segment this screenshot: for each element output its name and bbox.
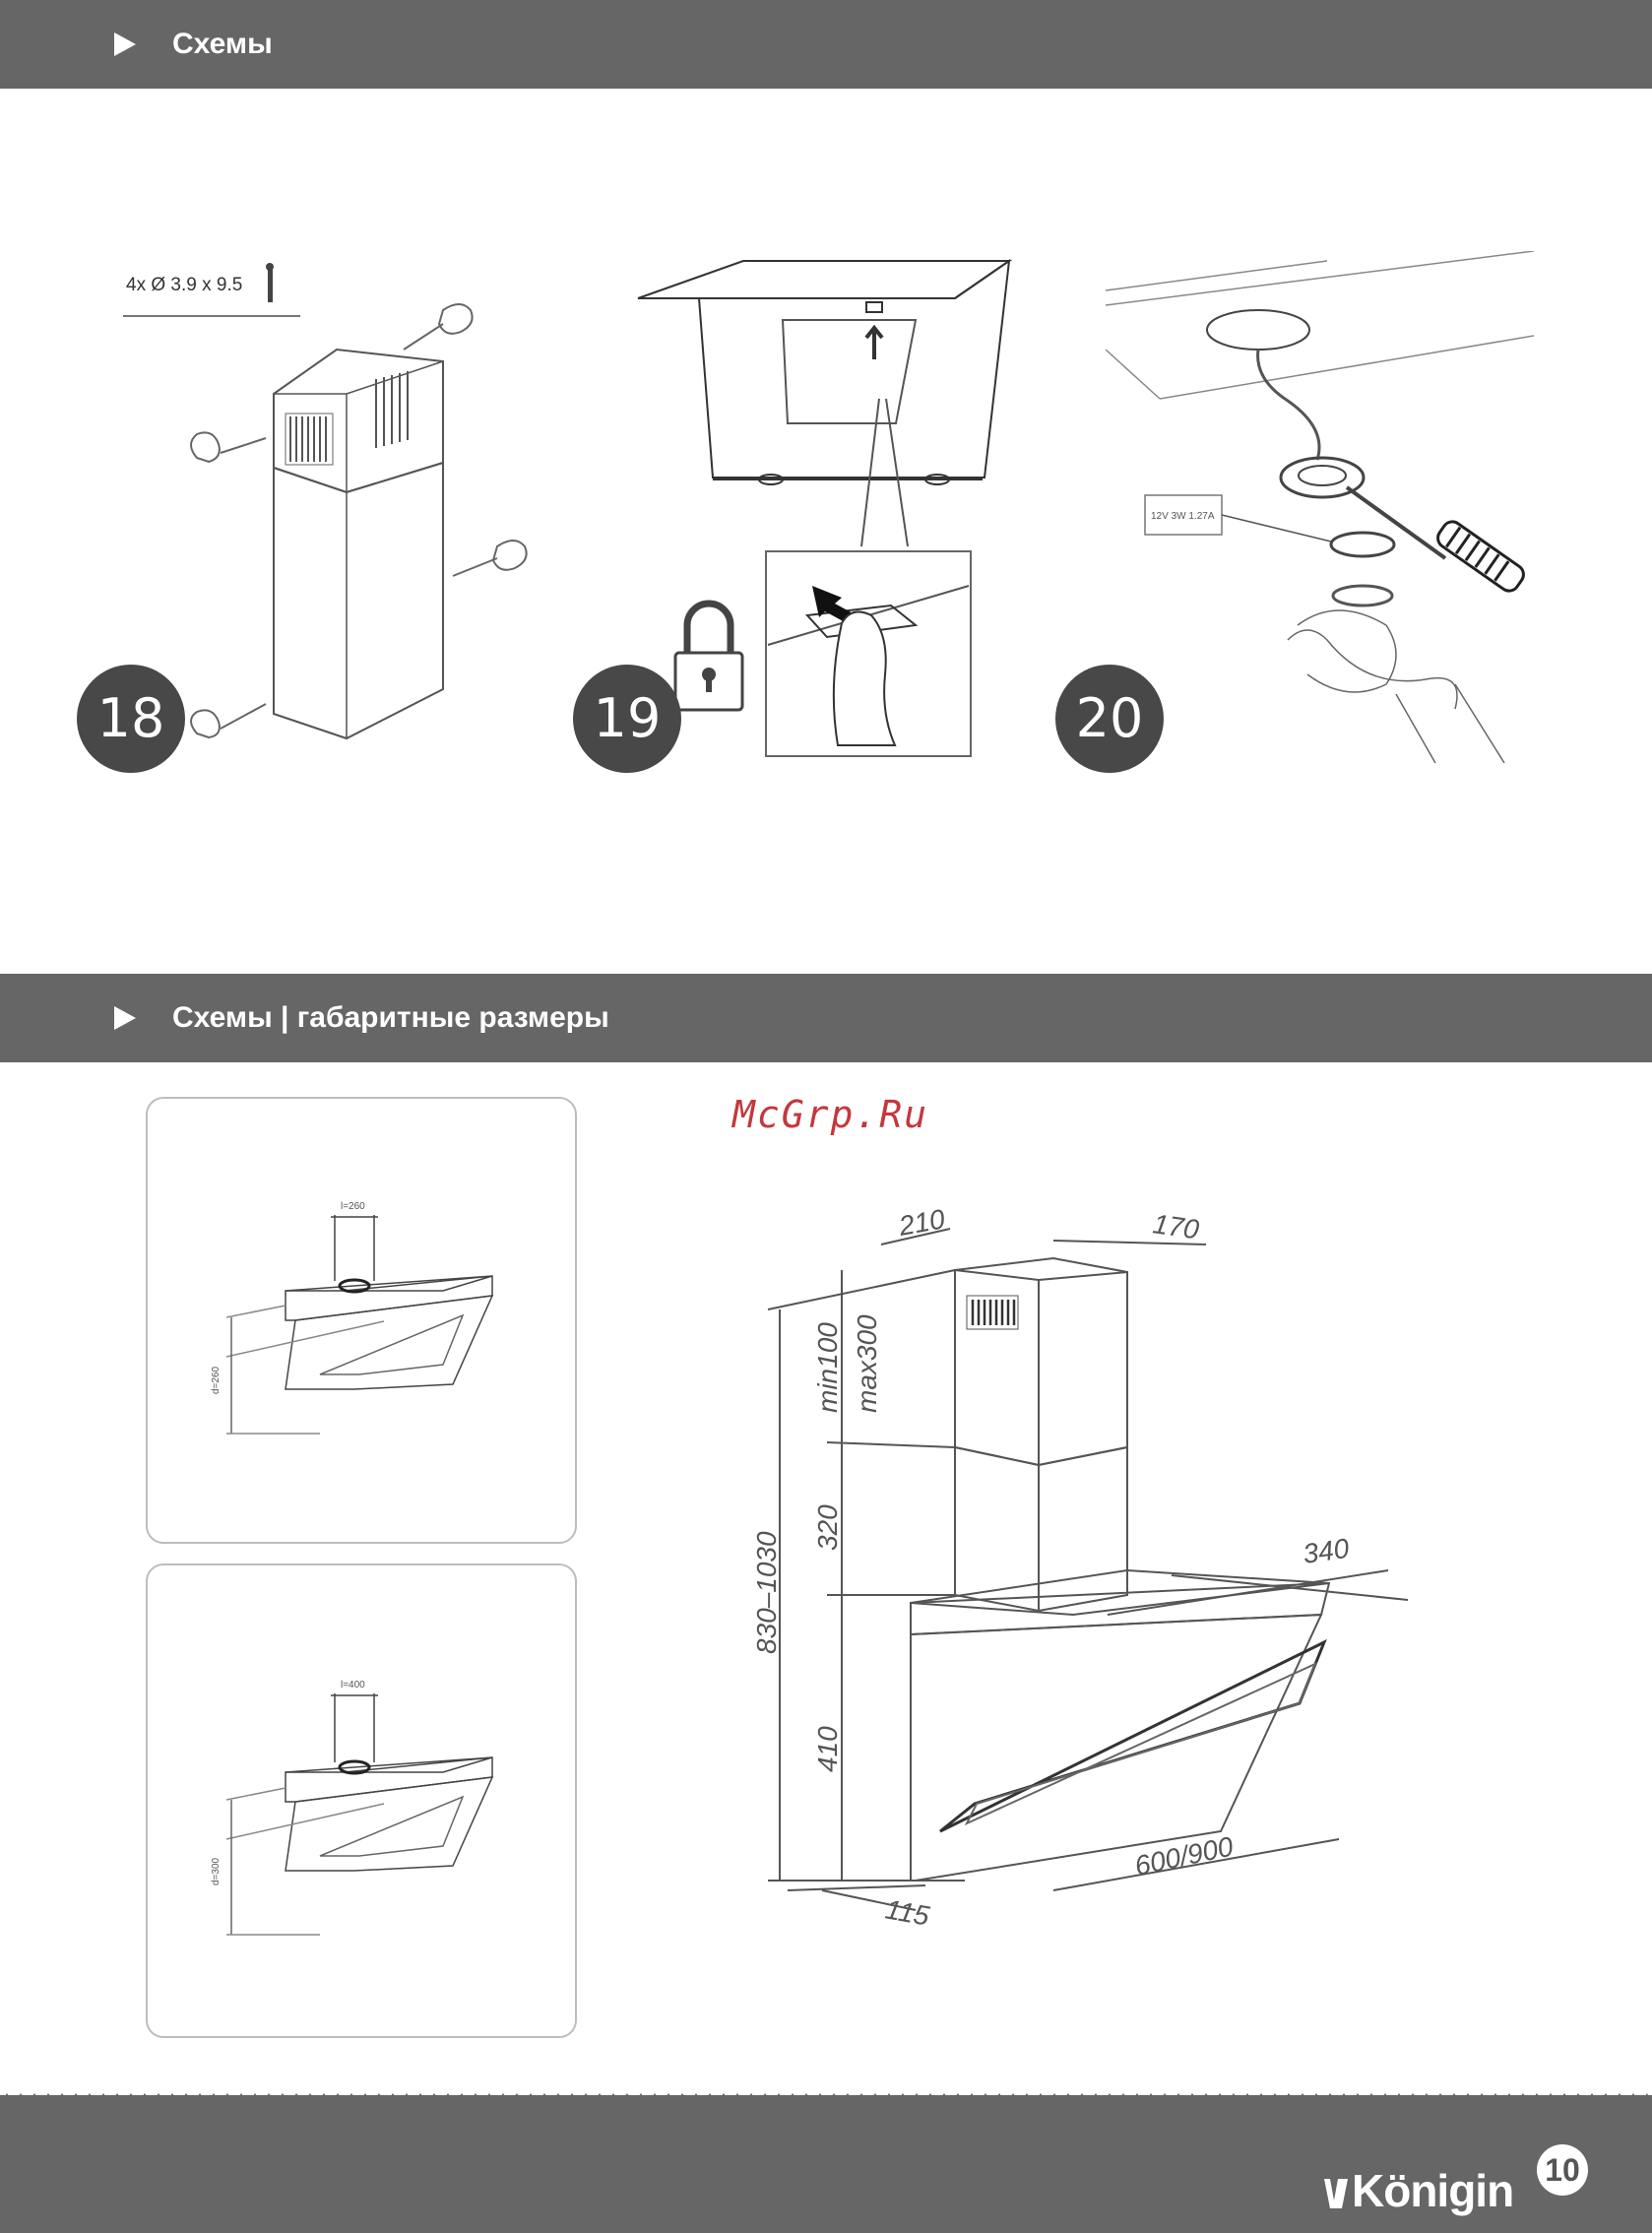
hood-sketch-small: l=400 d=300	[148, 1565, 575, 2036]
page-number: 10	[1537, 2144, 1588, 2196]
dim-top-depth: 170	[1151, 1208, 1201, 1244]
brand-mark-icon	[1324, 2175, 1348, 2208]
panel-height-label: d=260	[211, 1366, 222, 1394]
step-number-badge: 19	[573, 665, 681, 773]
hood-sketch-small: l=260 d=260	[148, 1099, 575, 1542]
panel-height-label: d=300	[211, 1857, 222, 1885]
step-number-badge: 18	[77, 665, 185, 773]
watermark: McGrp.Ru	[732, 1093, 928, 1136]
panel-width-label: l=260	[341, 1201, 365, 1212]
step-20-illustration: 12V 3W 1.27A	[1101, 251, 1544, 763]
section-header-dimensions: Схемы | габаритные размеры	[0, 974, 1652, 1062]
brand-logo: Königin	[1324, 2166, 1513, 2215]
brand-name: Königin	[1352, 2165, 1513, 2216]
padlock-icon	[675, 604, 742, 710]
step-number-badge: 20	[1055, 665, 1164, 773]
dim-top-width: 210	[896, 1203, 948, 1242]
step-19-illustration	[630, 251, 1024, 763]
installation-panel-1: l=260 d=260	[146, 1097, 577, 1544]
dim-chimney-lower: 320	[812, 1504, 843, 1551]
bulb-label-plate: 12V 3W 1.27A	[1151, 511, 1215, 522]
installation-panel-2: l=400 d=300	[146, 1563, 577, 2038]
dim-bottom-width: 600/900	[1132, 1830, 1237, 1881]
section-title: Схемы | габаритные размеры	[172, 1003, 609, 1033]
panel-width-label: l=400	[341, 1680, 365, 1691]
screw-spec-label: 4x Ø 3.9 x 9.5	[126, 275, 242, 295]
step-18-illustration: 4x Ø 3.9 x 9.5	[118, 251, 551, 763]
play-arrow-icon	[114, 1006, 136, 1030]
dimensions-drawing: 210 170 340 min100 max300 320 410 830–10…	[748, 1201, 1437, 1930]
play-arrow-icon	[114, 32, 136, 56]
dim-total: 830–1030	[751, 1531, 782, 1654]
dim-adjust-max: max300	[852, 1314, 882, 1413]
dim-bottom-depth: 115	[883, 1893, 932, 1930]
dim-depth: 340	[1302, 1533, 1352, 1569]
section-header-schemes: Схемы	[0, 0, 1652, 89]
dim-adjust-min: min100	[812, 1322, 843, 1413]
dim-body: 410	[812, 1726, 843, 1772]
section-title: Схемы	[172, 30, 273, 59]
